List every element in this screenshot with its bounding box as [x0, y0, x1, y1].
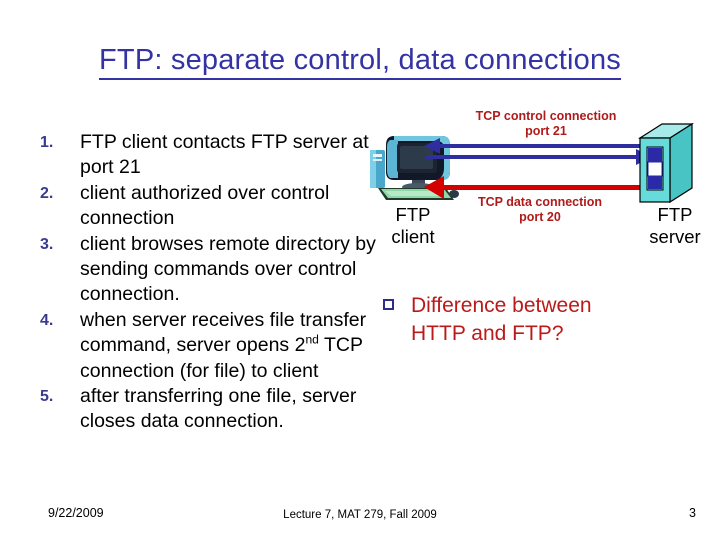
list-item-text: client browses remote directory by sendi…	[80, 232, 376, 306]
list-item: 3. client browses remote directory by se…	[34, 232, 379, 308]
list-item-number: 4.	[40, 311, 54, 329]
footer-page-number: 3	[689, 506, 696, 520]
desktop-computer-icon	[364, 132, 460, 204]
ftp-server-label-line2: server	[649, 226, 701, 247]
list-item-number: 3.	[40, 235, 54, 253]
tcp-data-connection-label: TCP data connection port 20	[450, 195, 630, 225]
connection-arrows	[424, 130, 652, 208]
question-line1: Difference between	[411, 294, 592, 317]
ftp-client-label-line2: client	[391, 226, 435, 247]
list-item-text: when server receives file transfer comma…	[80, 308, 367, 382]
ftp-server-label-line1: FTP	[657, 204, 693, 225]
footer-date: 9/22/2009	[48, 506, 104, 520]
list-item: 5. after transferring one file, server c…	[34, 384, 379, 435]
question-line2: HTTP and FTP?	[411, 322, 564, 345]
ftp-client-label: FTP client	[370, 204, 456, 248]
server-tower-icon	[630, 122, 702, 208]
list-item-number: 1.	[40, 134, 54, 151]
ftp-server-label: FTP server	[630, 204, 720, 248]
ftp-client-label-line1: FTP	[395, 204, 431, 225]
page-title-text: FTP: separate control, data connections	[98, 44, 622, 80]
ftp-steps-list: 1. FTP client contacts FTP server at por…	[34, 130, 379, 435]
list-item-number: 5.	[40, 388, 54, 406]
tcp-control-connection-label: TCP control connection port 21	[446, 109, 646, 139]
footer-course-info: Lecture 7, MAT 279, Fall 2009	[283, 509, 437, 521]
hollow-square-bullet-icon	[383, 299, 394, 310]
tcp-data-label-line2: port 20	[519, 210, 561, 224]
question-bullet-item: Difference between HTTP and FTP?	[383, 292, 693, 348]
control-arrow-left	[424, 138, 650, 154]
control-arrow-right	[426, 149, 652, 165]
tcp-control-label-line1: TCP control connection	[475, 109, 617, 123]
list-item: 1. FTP client contacts FTP server at por…	[34, 130, 379, 181]
ftp-connection-diagram: TCP control connection port 21 TCP data …	[362, 104, 720, 259]
page-title: FTP: separate control, data connections	[0, 44, 720, 80]
tcp-data-label-line1: TCP data connection	[477, 195, 603, 209]
list-item-number: 2.	[40, 184, 54, 202]
list-item: 4. when server receives file transfer co…	[34, 308, 379, 384]
tcp-control-label-line2: port 21	[525, 124, 567, 138]
question-text: Difference between HTTP and FTP?	[411, 292, 693, 348]
list-item-text: after transferring one file, server clos…	[80, 385, 357, 433]
data-arrow-left	[424, 176, 646, 199]
list-item-text: FTP client contacts FTP server at port 2…	[80, 131, 369, 179]
list-item-text: client authorized over control connectio…	[80, 181, 330, 230]
list-item: 2. client authorized over control connec…	[34, 181, 379, 232]
